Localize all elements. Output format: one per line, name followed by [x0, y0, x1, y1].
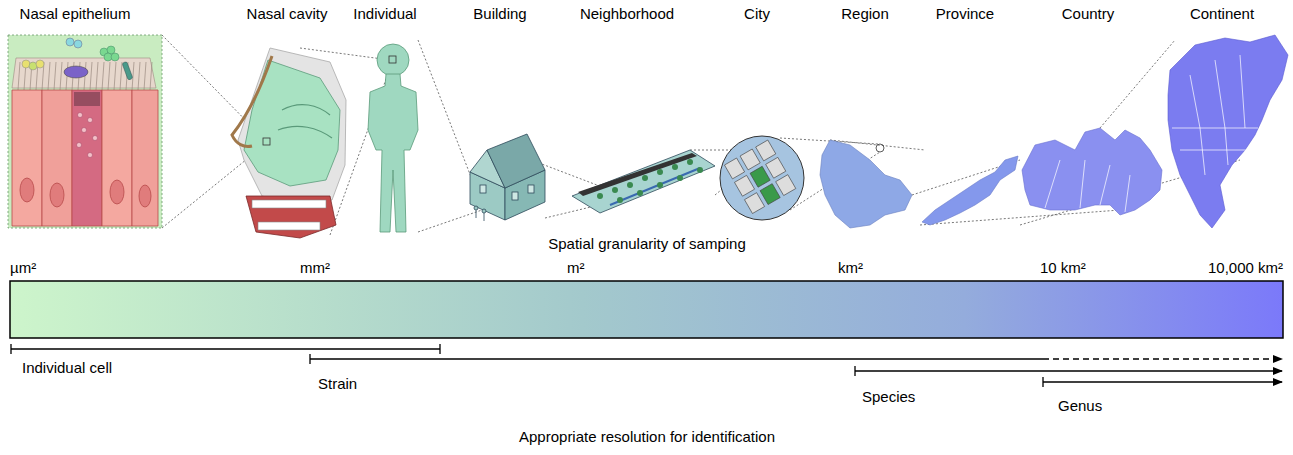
range-label: Genus — [1058, 397, 1102, 415]
zoom-line — [1100, 40, 1175, 128]
region-map — [820, 140, 912, 228]
teeth — [252, 200, 326, 230]
turbinates — [278, 105, 332, 138]
epithelium-figure — [8, 35, 162, 228]
range-line — [855, 370, 1282, 371]
neighborhood-figure — [572, 150, 715, 213]
range-tick — [10, 344, 11, 354]
range-line — [1043, 381, 1282, 382]
area-unit-label: 10,000 km² — [1208, 259, 1283, 277]
scale-level-label: Continent — [1190, 5, 1254, 23]
axis-title: Spatial granularity of samping — [548, 235, 746, 253]
area-unit-label: µm² — [10, 259, 36, 277]
range-label: Individual cell — [22, 359, 112, 377]
axis-caption: Appropriate resolution for identificatio… — [519, 428, 775, 446]
range-label: Strain — [318, 375, 357, 393]
head-outline — [238, 48, 346, 205]
resolution-ranges — [11, 344, 1282, 387]
range-tick — [439, 344, 440, 354]
continent-map — [1168, 35, 1288, 228]
scale-level-label: Building — [473, 5, 526, 23]
country-map — [1022, 128, 1162, 215]
range-line — [11, 348, 440, 349]
epithelium-frame — [8, 35, 162, 228]
nasal-cavity-figure — [232, 48, 346, 238]
area-unit-label: 10 km² — [1040, 259, 1086, 277]
microbes — [22, 38, 133, 80]
city-figure — [720, 136, 804, 220]
scale-level-label: Individual — [353, 5, 416, 23]
area-unit-label: m² — [567, 259, 585, 277]
scale-level-label: Province — [936, 5, 994, 23]
scale-level-label: Region — [841, 5, 889, 23]
zoom-lines — [162, 35, 1240, 235]
nasal-cavity-region — [244, 60, 340, 186]
area-unit-label: mm² — [300, 259, 330, 277]
area-unit-label: km² — [838, 259, 863, 277]
zoom-marker — [389, 56, 396, 63]
person-figure — [368, 44, 418, 232]
range-tick — [1042, 377, 1043, 387]
mouth — [246, 196, 336, 238]
zoom-marker — [263, 138, 270, 145]
nose-profile — [232, 56, 272, 147]
goblet-pore — [74, 92, 100, 106]
range-label: Species — [862, 388, 915, 406]
scale-level-label: Nasal epithelium — [20, 5, 131, 23]
range-tick — [854, 366, 855, 376]
zoom-line — [418, 210, 482, 232]
province-map — [922, 156, 1018, 225]
epithelial-cells — [12, 90, 158, 226]
zoom-line — [418, 40, 478, 195]
range-line-dashed — [1043, 358, 1282, 359]
range-tick — [309, 354, 310, 364]
goblet-granules — [77, 113, 98, 158]
granularity-bar — [10, 281, 1283, 338]
scale-level-label: City — [744, 5, 770, 23]
range-line — [310, 358, 1043, 359]
scale-level-label: Country — [1062, 5, 1115, 23]
mucus-layer — [12, 58, 156, 88]
scale-level-label: Neighborhood — [580, 5, 674, 23]
building-figure — [470, 134, 545, 221]
scale-level-label: Nasal cavity — [247, 5, 328, 23]
